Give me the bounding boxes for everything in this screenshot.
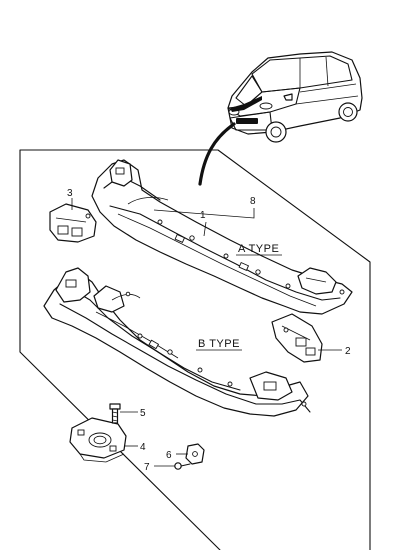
callout-4: 4	[140, 442, 146, 453]
part-5-bolt	[109, 403, 121, 424]
part-7-screw	[174, 462, 191, 470]
assembly-border	[19, 149, 371, 550]
callout-7: 7	[144, 462, 150, 473]
leader-lines	[71, 198, 342, 467]
b-type-panel	[43, 267, 311, 417]
part-4-bracket	[69, 417, 127, 463]
callout-5: 5	[140, 408, 146, 419]
callout-3: 3	[67, 188, 73, 199]
callout-6: 6	[166, 450, 172, 461]
type-b-label: B TYPE	[196, 338, 242, 351]
part-2-bracket	[271, 313, 323, 363]
car-illustration	[227, 51, 363, 143]
svg-text:B TYPE: B TYPE	[198, 338, 240, 350]
callout-1: 1	[200, 210, 206, 221]
type-a-label: A TYPE	[236, 243, 282, 256]
svg-text:A TYPE: A TYPE	[238, 243, 279, 255]
callout-8: 8	[250, 196, 256, 207]
locator-arrow	[198, 122, 236, 186]
part-6-clip	[185, 443, 205, 465]
part-1-panel-a-type	[91, 159, 353, 315]
callout-2: 2	[345, 346, 351, 357]
part-3-bracket	[49, 203, 97, 243]
